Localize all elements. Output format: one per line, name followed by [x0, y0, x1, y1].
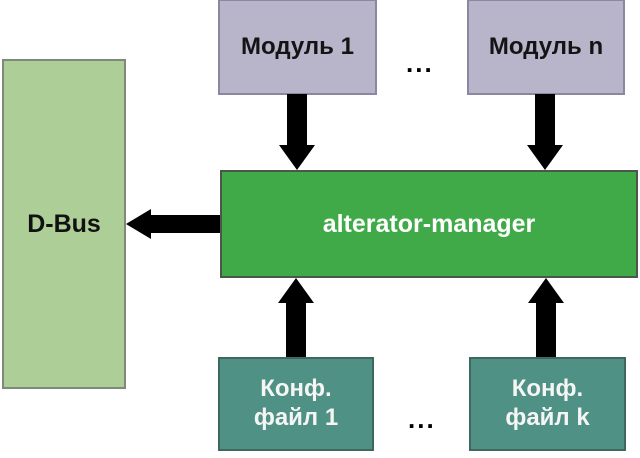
box-alterator-manager-label: alterator-manager — [322, 209, 536, 238]
box-conf-file-k-label: Конф. файл k — [505, 375, 590, 431]
arrow-head-down-icon — [279, 145, 315, 170]
arrow-shaft — [149, 215, 220, 233]
box-conf-file-k: Конф. файл k — [469, 357, 626, 451]
ellipsis-between-conf-files: ... — [408, 404, 436, 434]
arrow-head-left-icon — [126, 209, 151, 239]
arrow-shaft — [286, 301, 306, 357]
box-alterator-manager: alterator-manager — [220, 170, 638, 278]
arrow-shaft — [536, 301, 556, 357]
arrow-shaft — [535, 94, 555, 147]
arrow-head-down-icon — [527, 145, 563, 170]
box-dbus-label: D-Bus — [27, 209, 101, 238]
box-conf-file-1-label: Конф. файл 1 — [253, 375, 339, 431]
box-module-n: Модуль n — [467, 0, 625, 95]
box-module-1: Модуль 1 — [218, 0, 377, 95]
arrow-head-up-icon — [278, 278, 314, 303]
arrow-shaft — [287, 94, 307, 147]
box-dbus: D-Bus — [2, 59, 126, 389]
arrow-head-up-icon — [528, 278, 564, 303]
box-conf-file-1: Конф. файл 1 — [218, 357, 374, 451]
box-module-n-label: Модуль n — [488, 33, 604, 60]
ellipsis-between-modules: ... — [406, 48, 434, 78]
box-module-1-label: Модуль 1 — [241, 33, 354, 60]
